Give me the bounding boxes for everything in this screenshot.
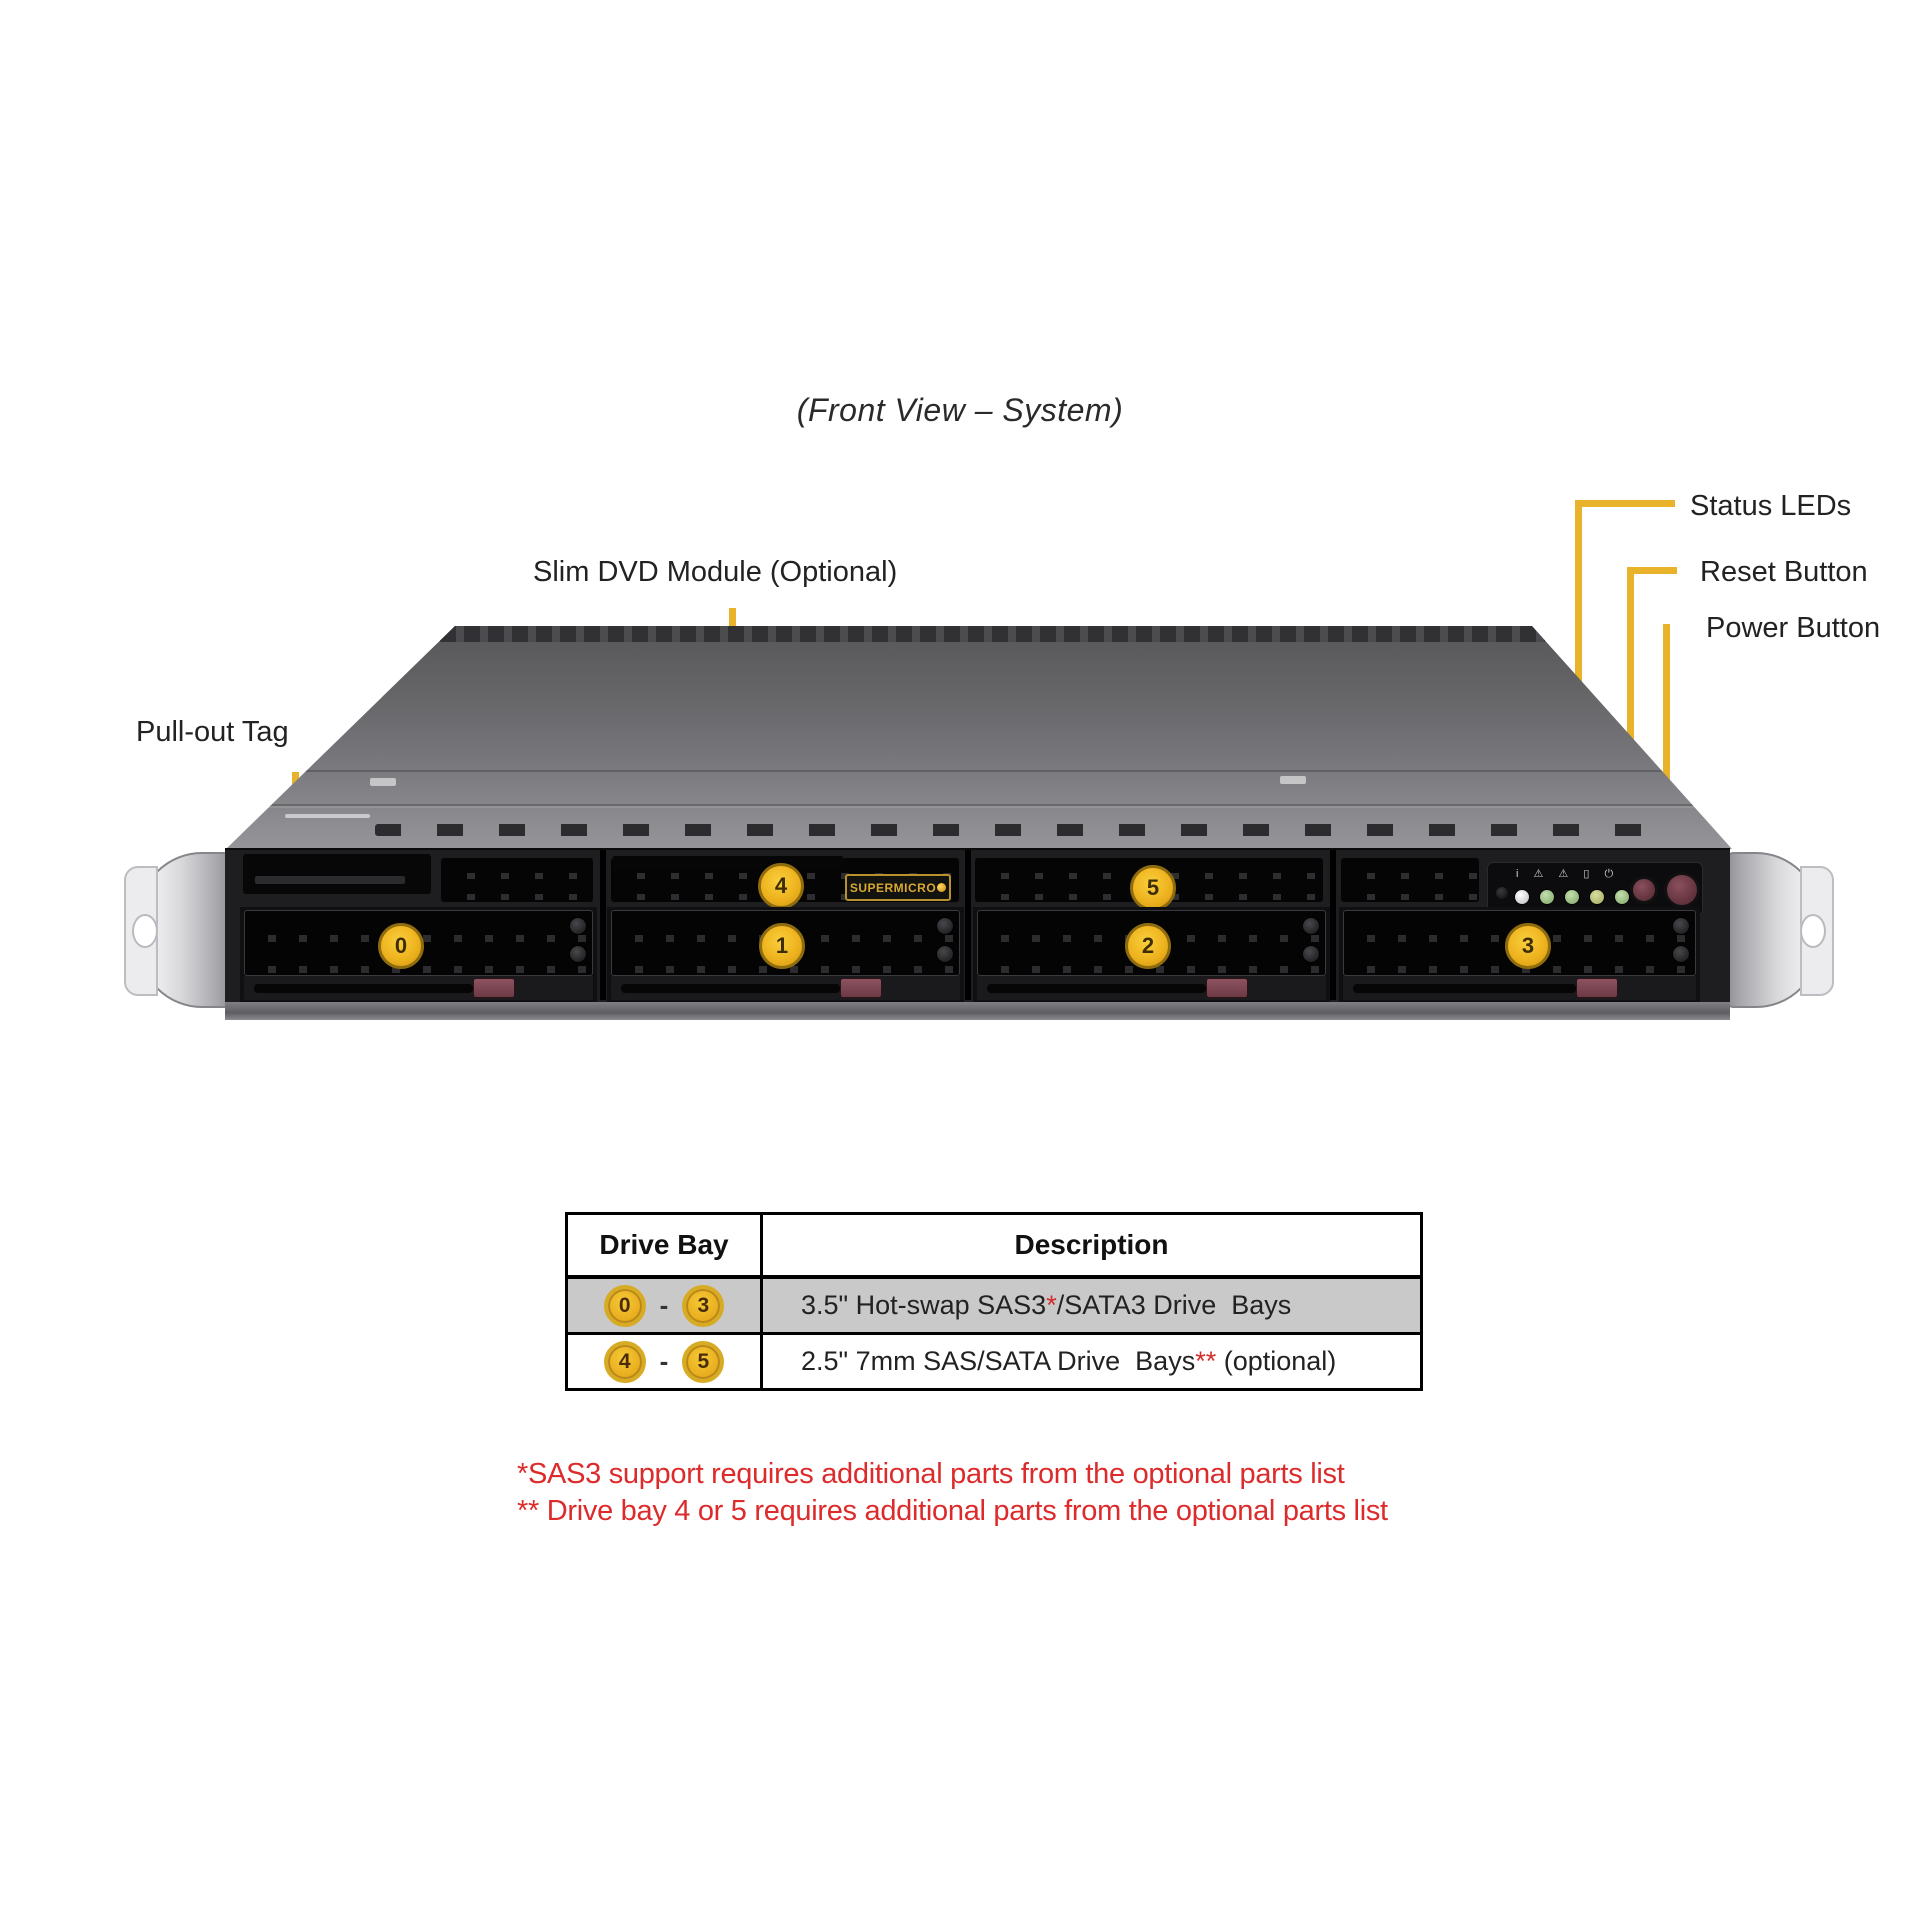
chassis-front-panel: SUPERMICRO 4 5 i ⚠ ⚠ ▯ ⏻ 0 [225, 848, 1730, 1020]
footnote-line: *SAS3 support requires additional parts … [517, 1458, 1345, 1490]
drive-bay-0: 0 [240, 907, 597, 1002]
label-reset-button: Reset Button [1700, 556, 1868, 588]
callout-line-reset-horizontal [1627, 567, 1677, 574]
description-text: 2.5" 7mm SAS/SATA Drive Bays [801, 1346, 1196, 1376]
bay-3-marker: 3 [1505, 923, 1551, 969]
callout-line-power-vertical [1663, 624, 1670, 880]
lid-crease-line [260, 770, 1720, 772]
bay-number-badge: 4 [603, 1340, 646, 1383]
handle-bar [1353, 984, 1576, 993]
panel-divider [1330, 850, 1336, 1000]
footnotes: *SAS3 support requires additional parts … [517, 1456, 1388, 1530]
lid-screw-mark [1280, 776, 1306, 784]
status-led [1614, 889, 1630, 905]
status-led [1539, 889, 1555, 905]
description-text: (optional) [1216, 1346, 1337, 1376]
bay-number-badge: 3 [682, 1284, 725, 1327]
reset-button-graphic [1630, 876, 1658, 904]
tray-handle [977, 976, 1326, 1000]
vent-grid [441, 858, 593, 902]
figure-title: (Front View – System) [796, 392, 1124, 428]
table-header-row: Drive Bay Description [568, 1215, 1420, 1279]
handle-bar [621, 984, 840, 993]
panel-divider [600, 850, 606, 1000]
description-cell: 2.5" 7mm SAS/SATA Drive Bays** (optional… [763, 1335, 1420, 1388]
status-led-icons: i ⚠ ⚠ ▯ ⏻ [1516, 868, 1620, 880]
power-button-graphic [1664, 872, 1700, 908]
left-rack-ear [124, 852, 234, 1008]
description-cell: 3.5" Hot-swap SAS3*/SATA3 Drive Bays [763, 1279, 1420, 1332]
release-latch [473, 978, 515, 998]
range-dash: - [659, 1346, 669, 1376]
supermicro-logo-badge: SUPERMICRO [845, 874, 951, 901]
chassis-back-vent-strip [440, 626, 1545, 642]
pullout-tag-slot [243, 854, 431, 894]
right-ear-notch [1800, 914, 1826, 948]
table-header-description: Description [1014, 1229, 1169, 1260]
table-row: 0 - 3 3.5" Hot-swap SAS3*/SATA3 Drive Ba… [568, 1279, 1420, 1335]
slot-5-marker: 5 [1130, 865, 1176, 911]
bay-2-marker: 2 [1125, 923, 1171, 969]
tray-handle [1343, 976, 1696, 1000]
footnote-line: ** Drive bay 4 or 5 requires additional … [517, 1495, 1388, 1527]
description-text: 3.5" Hot-swap SAS3 [801, 1290, 1047, 1320]
handle-bar [987, 984, 1206, 993]
lid-front-vent-slots [375, 824, 1665, 836]
bay-number-badge: 5 [682, 1340, 725, 1383]
tray-screws [569, 917, 587, 965]
tray-screws [936, 917, 954, 965]
status-leds [1514, 889, 1630, 905]
label-status-leds: Status LEDs [1690, 490, 1852, 522]
vent-grid [1341, 858, 1479, 902]
lid-screw-mark [370, 778, 396, 786]
release-latch [1206, 978, 1248, 998]
slim-dvd-slot [613, 856, 843, 869]
status-led [1514, 889, 1530, 905]
bay-range-cell: 4 - 5 [568, 1335, 763, 1388]
release-latch [1576, 978, 1618, 998]
left-ear-notch [132, 914, 158, 948]
footnote-marker: ** [1195, 1346, 1217, 1376]
handle-bar [254, 984, 473, 993]
slot-4-marker: 4 [758, 863, 804, 909]
lid-screw-mark [285, 814, 370, 818]
label-pullout-tag: Pull-out Tag [136, 716, 289, 748]
right-rack-ear [1724, 852, 1834, 1008]
bay-range-cell: 0 - 3 [568, 1279, 763, 1332]
table-row: 4 - 5 2.5" 7mm SAS/SATA Drive Bays** (op… [568, 1335, 1420, 1388]
drive-bay-2: 2 [973, 907, 1330, 1002]
status-led [1589, 889, 1605, 905]
status-led [1564, 889, 1580, 905]
tray-screws [1672, 917, 1690, 965]
bay-0-marker: 0 [378, 923, 424, 969]
chassis-bottom-lip [225, 1002, 1730, 1020]
tray-handle [611, 976, 960, 1000]
label-power-button: Power Button [1706, 612, 1881, 644]
bay-1-marker: 1 [759, 923, 805, 969]
release-latch [840, 978, 882, 998]
chassis-top-lid [226, 626, 1732, 849]
tray-handle [244, 976, 593, 1000]
lid-crease-line [260, 804, 1720, 806]
drive-bay-3: 3 [1339, 907, 1700, 1002]
uid-button-icon [1496, 887, 1508, 899]
panel-divider [965, 850, 971, 1000]
table-header-drive-bay: Drive Bay [568, 1215, 763, 1275]
bay-number-badge: 0 [603, 1284, 646, 1327]
description-text: /SATA3 Drive Bays [1056, 1290, 1292, 1320]
label-dvd-module: Slim DVD Module (Optional) [533, 556, 898, 588]
tray-screws [1302, 917, 1320, 965]
drive-bay-table: Drive Bay Description 0 - 3 3.5" Hot-swa… [565, 1212, 1423, 1391]
callout-line-status-horizontal [1575, 500, 1675, 507]
drive-bay-1: 1 [607, 907, 964, 1002]
callout-line-reset-vertical [1627, 567, 1634, 883]
server-chassis-illustration: SUPERMICRO 4 5 i ⚠ ⚠ ▯ ⏻ 0 [124, 618, 1834, 1020]
range-dash: - [659, 1290, 669, 1320]
footnote-marker: * [1046, 1290, 1057, 1320]
